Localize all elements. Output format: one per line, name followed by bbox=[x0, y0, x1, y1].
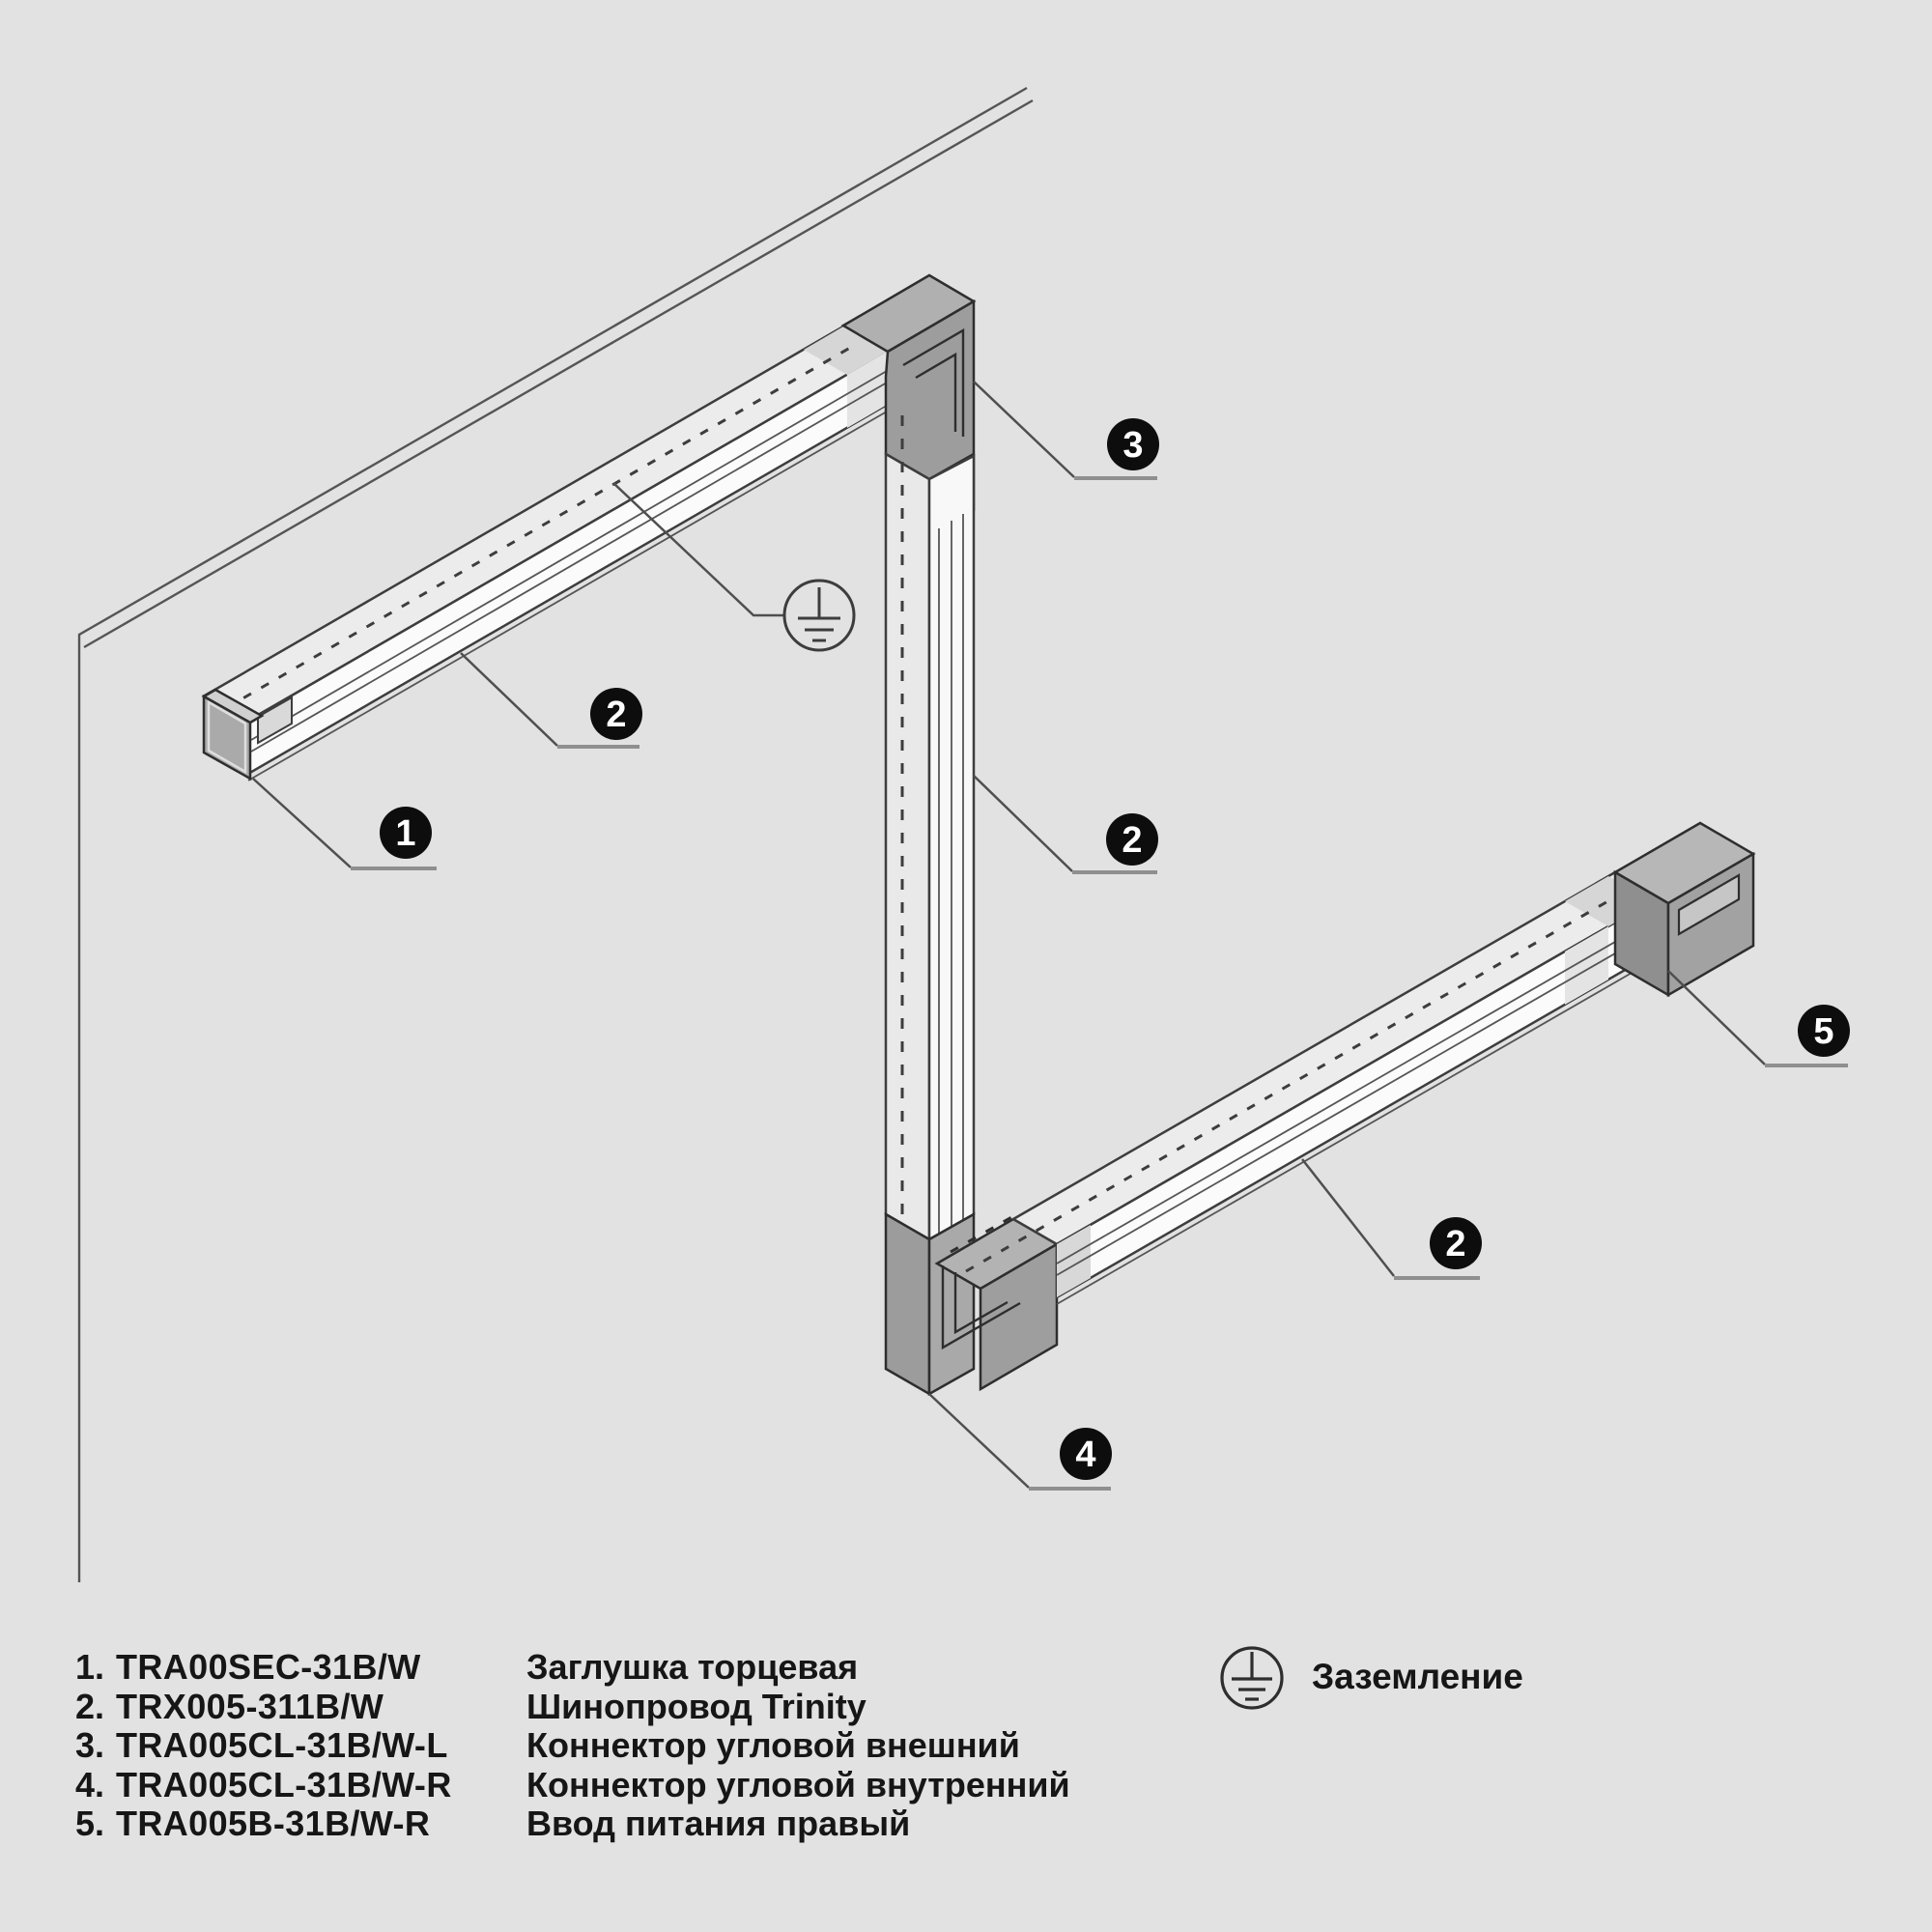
wall-edge-line-2 bbox=[83, 99, 1034, 649]
callout-number: 4 bbox=[1075, 1435, 1095, 1475]
power-feed-slot bbox=[1677, 873, 1741, 936]
legend-item-description: Заглушка торцевая bbox=[526, 1647, 859, 1687]
connector-profile-line bbox=[941, 1265, 1021, 1350]
callout-badge bbox=[1060, 1428, 1112, 1480]
list-item: 1. TRA00SEC-31B/W Заглушка торцевая bbox=[75, 1647, 1070, 1688]
track-channel-line bbox=[1056, 927, 1660, 1276]
callout-badge bbox=[1798, 1005, 1850, 1057]
inner-corner-connector bbox=[884, 1211, 1060, 1397]
list-item: 3. TRA005CL-31B/W-L Коннектор угловой вн… bbox=[75, 1725, 1070, 1766]
legend-item-number: 4. bbox=[75, 1764, 105, 1804]
connector-right-face bbox=[927, 1211, 976, 1397]
callout-number: 2 bbox=[1122, 820, 1142, 861]
track-center-dashed-line bbox=[965, 883, 1637, 1273]
legend-item-description: Коннектор угловой внутренний bbox=[526, 1764, 1070, 1804]
upper-track-front-face bbox=[246, 349, 889, 777]
legend-item-code: TRA00SEC-31B/W bbox=[116, 1647, 421, 1687]
callouts: 1 2 3 2 bbox=[252, 381, 1850, 1491]
callout-1: 1 bbox=[252, 778, 437, 870]
legend-item-number: 2. bbox=[75, 1686, 105, 1726]
track-bottom-edge bbox=[1056, 956, 1660, 1305]
ground-icon bbox=[1220, 1646, 1284, 1710]
callout-badge bbox=[1106, 813, 1158, 866]
callout-number: 1 bbox=[395, 813, 415, 854]
vertical-track-left-face bbox=[884, 451, 931, 1242]
list-item: 4. TRA005CL-31B/W-R Коннектор угловой вн… bbox=[75, 1764, 1070, 1805]
ground-icon-circle bbox=[782, 579, 856, 652]
legend-item-code: TRA005CL-31B/W-L bbox=[116, 1725, 448, 1765]
track-channel-line bbox=[250, 370, 888, 741]
legend-item-code: TRA005B-31B/W-R bbox=[116, 1804, 431, 1843]
leader-line bbox=[973, 381, 1075, 478]
legend-item-description: Шинопровод Trinity bbox=[526, 1686, 867, 1726]
upper-track bbox=[202, 325, 890, 781]
vertical-track bbox=[884, 415, 976, 1372]
leader-line bbox=[252, 778, 352, 868]
connector-profile-line bbox=[902, 327, 965, 437]
callout-number: 3 bbox=[1122, 425, 1143, 466]
legend-item-description: Коннектор угловой внешний bbox=[526, 1725, 1020, 1765]
ground-callout bbox=[612, 482, 856, 652]
power-feed bbox=[1612, 821, 1756, 998]
callout-2-vertical: 2 bbox=[973, 775, 1158, 874]
wall-outline bbox=[77, 86, 1034, 1582]
callout-number: 2 bbox=[606, 695, 626, 735]
leader-line bbox=[928, 1393, 1030, 1489]
ground-legend: Заземление bbox=[1218, 1643, 1523, 1711]
leader-line bbox=[1667, 970, 1766, 1065]
track-channel-line bbox=[1056, 916, 1660, 1264]
lower-track bbox=[965, 870, 1662, 1305]
legend-item-number: 3. bbox=[75, 1725, 105, 1765]
legend-item-number: 5. bbox=[75, 1804, 105, 1843]
callout-badge bbox=[380, 807, 432, 859]
ground-icon bbox=[782, 579, 856, 652]
callout-3: 3 bbox=[973, 381, 1159, 480]
end-cap-inner-border bbox=[207, 699, 247, 775]
callout-badge bbox=[1107, 418, 1159, 470]
track-slot-window bbox=[257, 696, 293, 745]
callout-2-lower: 2 bbox=[1301, 1158, 1482, 1280]
track-joint-segment-front bbox=[1565, 926, 1608, 1005]
list-item: 5. TRA005B-31B/W-R Ввод питания правый bbox=[75, 1804, 1070, 1844]
leader-line bbox=[973, 775, 1073, 872]
connector-arm-front-face bbox=[979, 1241, 1059, 1392]
callout-2-upper: 2 bbox=[460, 652, 642, 749]
track-joint-segment bbox=[1057, 1225, 1091, 1297]
legend-item-description: Ввод питания правый bbox=[526, 1804, 911, 1843]
connector-profile-line bbox=[915, 352, 957, 432]
parts-legend: 1. TRA00SEC-31B/W Заглушка торцевая 2. T… bbox=[75, 1647, 1070, 1844]
leader-line bbox=[1301, 1158, 1395, 1277]
track-bottom-edge bbox=[247, 411, 888, 781]
end-cap-front-face bbox=[202, 694, 252, 781]
wall-edge-line bbox=[77, 86, 1028, 1582]
callout-5: 5 bbox=[1667, 970, 1850, 1067]
track-channel-line bbox=[250, 382, 888, 753]
legend-item-code: TRX005-311B/W bbox=[116, 1686, 384, 1726]
legend-item-number: 1. bbox=[75, 1647, 105, 1687]
list-item: 2. TRX005-311B/W Шинопровод Trinity bbox=[75, 1686, 1070, 1727]
callout-number: 2 bbox=[1445, 1224, 1465, 1264]
callout-number: 5 bbox=[1813, 1011, 1833, 1052]
callout-4: 4 bbox=[928, 1393, 1112, 1491]
legend-item-code: TRA005CL-31B/W-R bbox=[116, 1764, 452, 1804]
connector-profile-line bbox=[953, 1272, 1009, 1335]
ground-legend-label: Заземление bbox=[1312, 1657, 1523, 1696]
track-joint-segment-front bbox=[847, 352, 887, 428]
end-cap bbox=[201, 688, 265, 781]
leader-line bbox=[460, 652, 558, 747]
connector-left-face bbox=[884, 1211, 931, 1397]
callout-badge bbox=[1430, 1217, 1482, 1269]
leader-line bbox=[612, 482, 784, 617]
callout-badge bbox=[590, 688, 642, 740]
